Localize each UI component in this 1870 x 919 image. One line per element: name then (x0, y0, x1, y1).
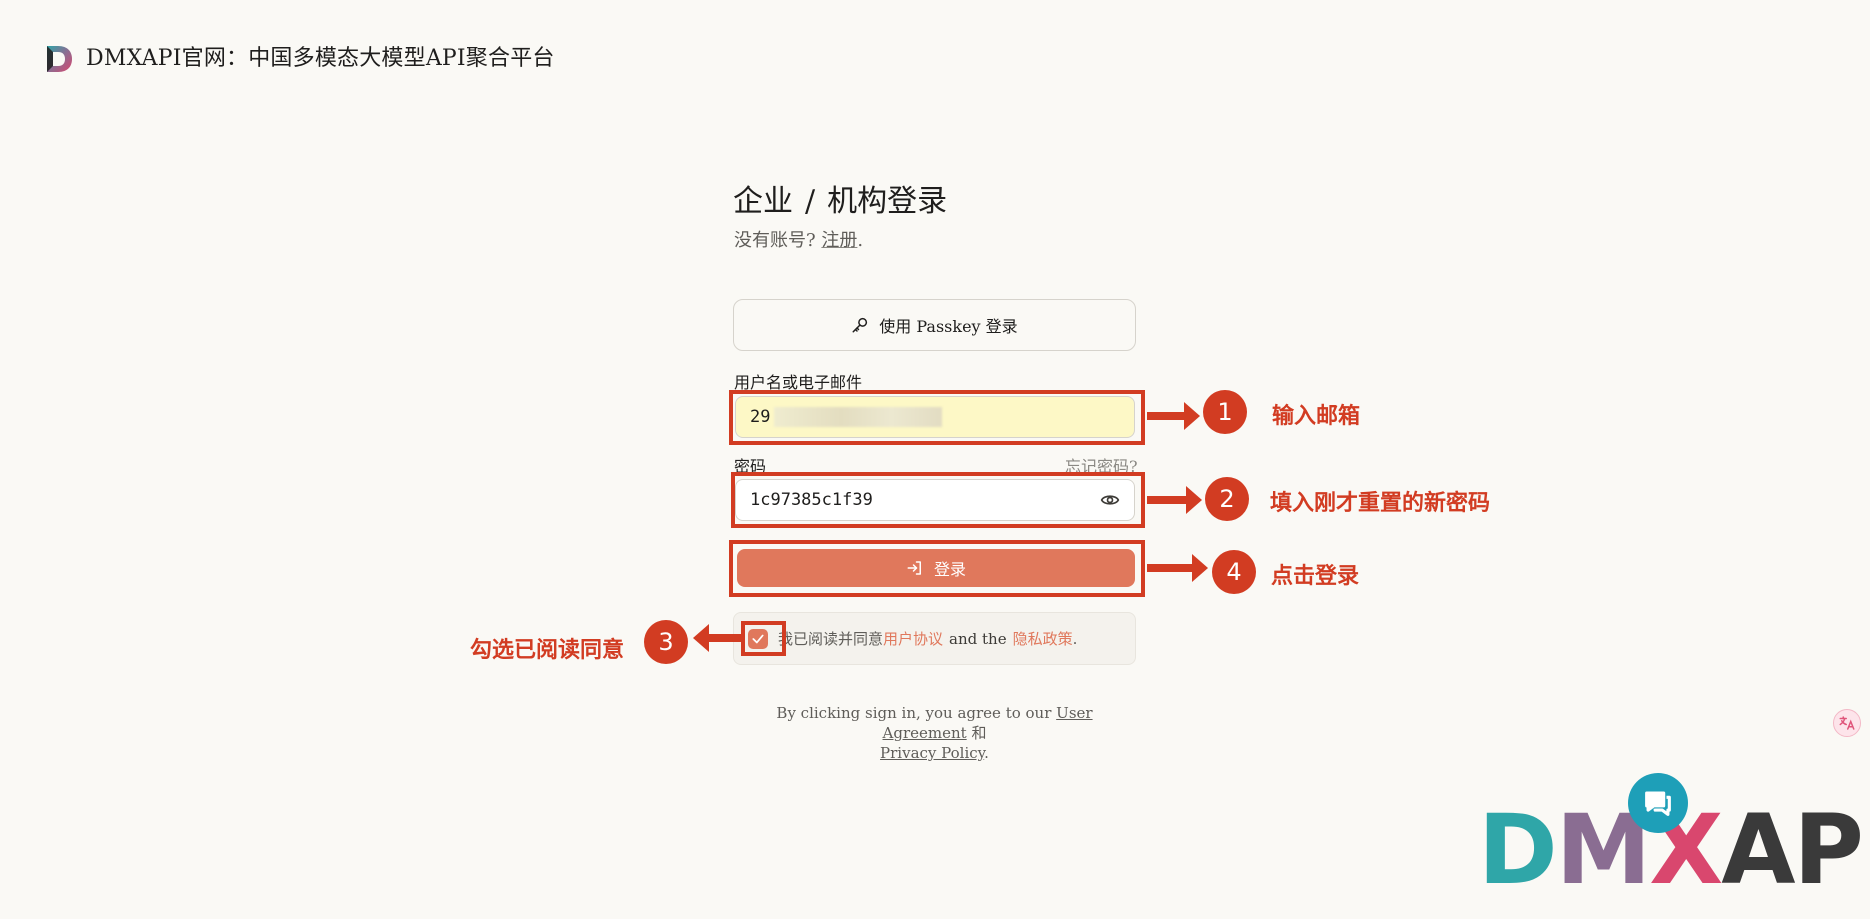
title-separator: / (805, 184, 816, 219)
highlight-login (729, 540, 1145, 597)
title-right: 机构登录 (827, 184, 948, 219)
translate-button[interactable] (1833, 709, 1861, 737)
arrow-2-head (1186, 486, 1202, 514)
step-2-badge: 2 (1205, 477, 1249, 521)
footer-suffix: . (984, 744, 989, 762)
title-left: 企业 (733, 184, 793, 219)
footer-privacy-policy-link[interactable]: Privacy Policy (880, 744, 985, 762)
register-suffix: . (857, 230, 864, 251)
site-title[interactable]: DMXAPI官网：中国多模态大模型API聚合平台 (86, 46, 555, 71)
arrow-3-head (693, 624, 709, 652)
username-value: 29 (750, 407, 771, 427)
dmxapi-watermark: DMXAPI (1478, 800, 1870, 900)
agreement-box: 我已阅读并同意 用户协议 and the 隐私政策. (733, 612, 1136, 665)
arrow-4-head (1192, 554, 1208, 582)
watermark-d: D (1478, 794, 1558, 906)
agree-checkbox[interactable] (748, 628, 768, 649)
step-3-text: 勾选已阅读同意 (470, 638, 625, 663)
footer-prefix: By clicking sign in, you agree to our (776, 704, 1052, 722)
step-4-badge: 4 (1212, 550, 1256, 594)
no-account-text: 没有账号? (734, 230, 816, 251)
password-value: 1c97385c1f39 (750, 490, 873, 510)
agree-prefix: 我已阅读并同意 (778, 630, 884, 648)
watermark-api: API (1721, 794, 1870, 906)
step-4-text: 点击登录 (1271, 564, 1360, 589)
username-label: 用户名或电子邮件 (734, 373, 863, 392)
chat-icon (1645, 791, 1671, 816)
chat-button[interactable] (1628, 773, 1688, 833)
dmxapi-logo (47, 46, 72, 72)
step-1-badge: 1 (1203, 390, 1247, 434)
agree-suffix: . (1072, 629, 1078, 648)
and-text: and the (949, 629, 1007, 648)
login-arrow-icon (907, 561, 921, 575)
arrow-1-head (1184, 402, 1200, 430)
register-link[interactable]: 注册 (821, 230, 858, 251)
forgot-password-link[interactable]: 忘记密码? (1065, 457, 1138, 476)
arrow-4-shaft (1147, 564, 1195, 572)
footer-and: 和 (971, 724, 987, 742)
highlight-checkbox (741, 621, 786, 656)
username-blur (774, 407, 943, 427)
footer-user-agreement-link[interactable]: User Agreement (882, 704, 1093, 742)
signin-terms-note: By clicking sign in, you agree to our Us… (733, 703, 1136, 763)
highlight-password (731, 472, 1145, 528)
passkey-login-button[interactable]: 使用 Passkey 登录 (733, 299, 1136, 351)
register-prompt: 没有账号? 注册. (734, 226, 863, 252)
page-title: 企业 / 机构登录 (733, 176, 947, 220)
password-label: 密码 (734, 457, 767, 476)
user-agreement-link[interactable]: 用户协议 (883, 630, 944, 648)
login-label: 登录 (933, 560, 966, 579)
eye-icon[interactable] (1100, 490, 1120, 510)
privacy-policy-link[interactable]: 隐私政策 (1012, 630, 1073, 648)
translate-icon (1839, 716, 1855, 730)
password-input[interactable]: 1c97385c1f39 (735, 479, 1135, 521)
step-3-badge: 3 (644, 620, 688, 664)
step-1-text: 输入邮箱 (1272, 404, 1361, 429)
arrow-2-shaft (1147, 496, 1189, 504)
login-button[interactable]: 登录 (737, 549, 1135, 587)
username-input[interactable]: 29 (735, 396, 1135, 438)
step-2-text: 填入刚才重置的新密码 (1270, 491, 1491, 516)
highlight-username (729, 390, 1145, 445)
key-icon (852, 317, 868, 333)
check-icon (752, 634, 764, 643)
passkey-label: 使用 Passkey 登录 (879, 317, 1018, 336)
arrow-1-shaft (1147, 412, 1187, 420)
